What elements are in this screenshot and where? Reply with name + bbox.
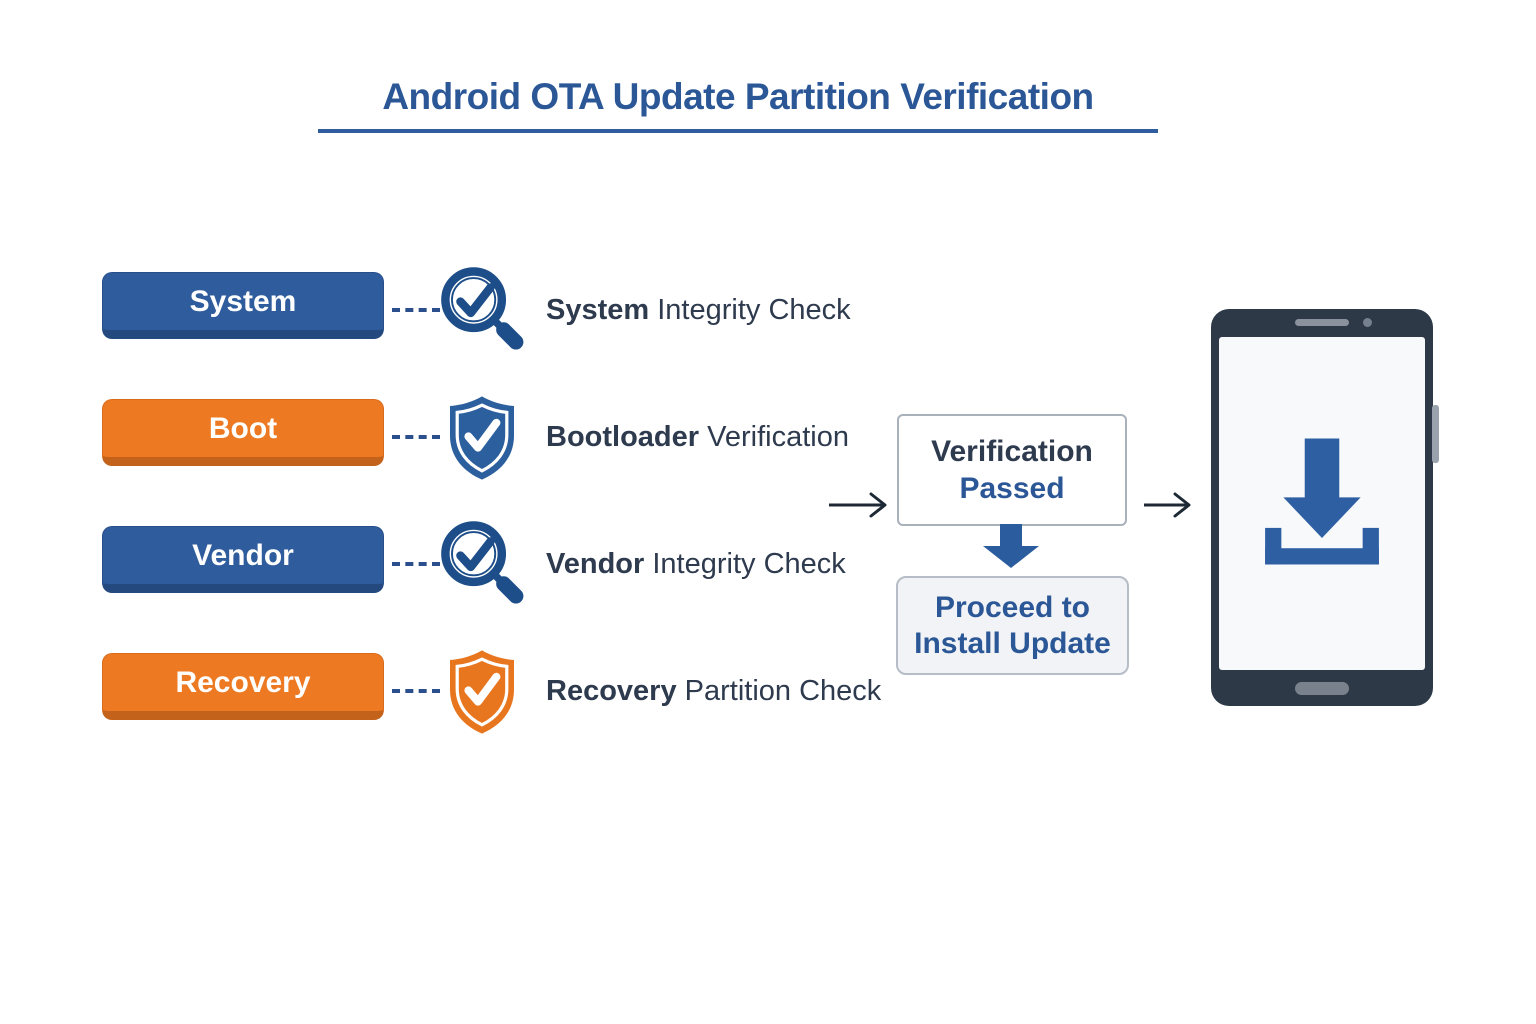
partition-button-system[interactable]: System	[102, 272, 384, 339]
shield-check-orange-icon	[450, 650, 514, 734]
verification-line1: Verification	[931, 435, 1093, 468]
dashed-connector	[392, 435, 440, 439]
dashed-connector	[392, 308, 440, 312]
check-label-recovery: Recovery Partition Check	[546, 653, 881, 729]
partition-row-boot: Boot Bootloader Verification	[0, 396, 1536, 480]
partition-button-label: Boot	[208, 411, 278, 445]
partition-button-boot[interactable]: Boot	[102, 399, 384, 466]
check-label-system: System Integrity Check	[546, 272, 851, 348]
magnifier-check-icon	[441, 267, 524, 350]
arrow-down-icon	[983, 524, 1039, 568]
partition-button-vendor[interactable]: Vendor	[102, 526, 384, 593]
proceed-line1: Proceed to	[934, 590, 1091, 624]
verification-line2: Passed	[959, 472, 1065, 505]
check-label-boot: Bootloader Verification	[546, 399, 849, 475]
shield-check-blue-icon	[450, 396, 514, 480]
partition-row-vendor: Vendor Vendor Integrity Check	[0, 521, 1536, 604]
partition-button-label: System	[189, 284, 297, 318]
check-label-rest: Integrity Check	[644, 547, 846, 580]
title-underline	[318, 129, 1158, 133]
download-icon	[1265, 437, 1379, 564]
check-label-bold: Vendor	[546, 547, 645, 580]
proceed-install-box: Proceed to Install Update	[896, 576, 1129, 675]
check-label-vendor: Vendor Integrity Check	[546, 526, 846, 602]
check-label-rest: Integrity Check	[649, 293, 851, 326]
partition-button-recovery[interactable]: Recovery	[102, 653, 384, 720]
dashed-connector	[392, 689, 440, 693]
partition-button-label: Recovery	[175, 665, 311, 699]
partition-row-system: System System Integrity Check	[0, 267, 1536, 350]
phone-side-button	[1432, 405, 1439, 463]
check-label-bold: System	[546, 293, 650, 326]
arrow-to-verification-icon	[829, 492, 887, 518]
check-label-rest: Verification	[699, 420, 849, 453]
arrow-to-phone-icon	[1144, 492, 1191, 518]
check-label-rest: Partition Check	[676, 674, 882, 707]
phone-home-button	[1295, 682, 1349, 695]
check-label-bold: Recovery	[546, 674, 677, 707]
phone-camera	[1363, 318, 1372, 327]
proceed-line2: Install Update	[914, 626, 1111, 660]
phone-screen	[1219, 337, 1425, 670]
page-title: Android OTA Update Partition Verificatio…	[382, 76, 1094, 117]
phone-speaker	[1295, 319, 1349, 326]
partition-row-recovery: Recovery Recovery Partition Check	[0, 650, 1536, 734]
magnifier-check-icon	[441, 521, 524, 604]
partition-button-label: Vendor	[192, 538, 294, 572]
dashed-connector	[392, 562, 440, 566]
verification-passed-box: Verification Passed	[897, 414, 1127, 526]
phone-illustration	[1211, 309, 1439, 706]
check-label-bold: Bootloader	[546, 420, 700, 453]
